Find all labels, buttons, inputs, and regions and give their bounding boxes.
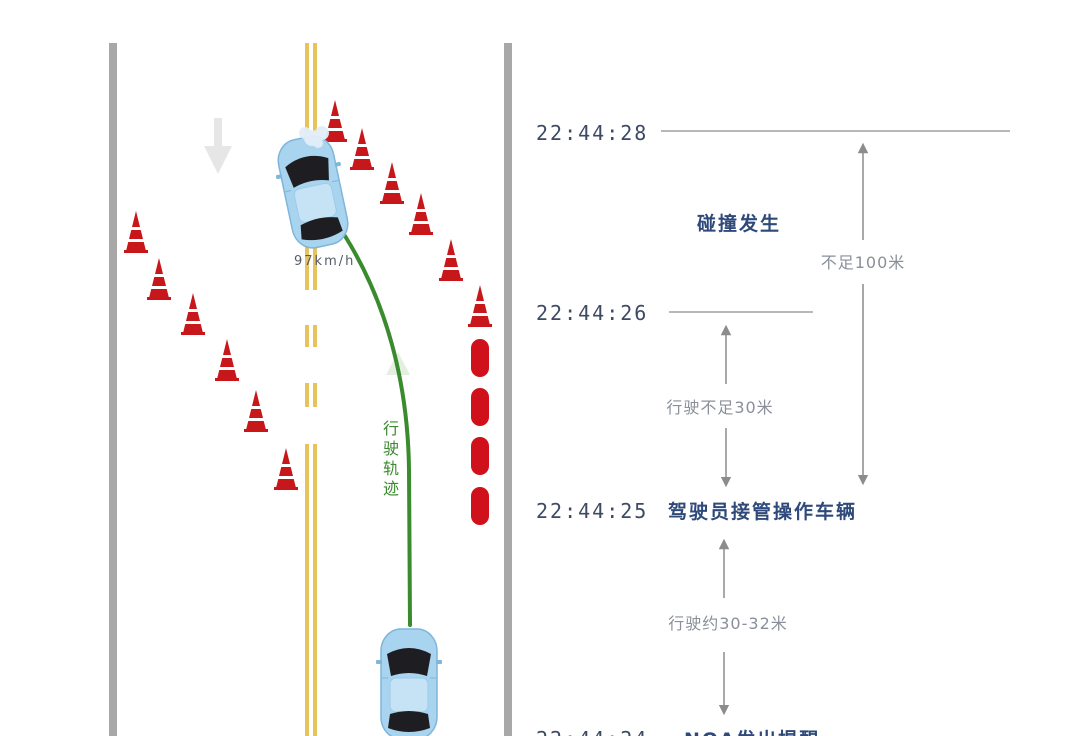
right-cone-row: [323, 100, 492, 327]
center-line: [305, 43, 317, 736]
road-right-edge: [504, 43, 512, 736]
svg-text:驶: 驶: [383, 439, 399, 458]
timestamp-before-collision: 22:44:26: [536, 301, 648, 325]
distance-alert-takeover-label: 行驶约30-32米: [668, 614, 788, 633]
barrier-block: [471, 487, 489, 525]
timestamp-collision: 22:44:28: [536, 121, 648, 145]
traffic-cone-icon: [439, 239, 463, 281]
traffic-cone-icon: [409, 193, 433, 235]
svg-text:行: 行: [383, 419, 399, 438]
traffic-cone-icon: [468, 285, 492, 327]
timestamp-alert: 22:44:24: [536, 727, 648, 736]
timeline: 22:44:28 22:44:26 22:44:25 22:44:24 碰撞发生…: [536, 121, 1010, 736]
event-collision: 碰撞发生: [697, 212, 781, 235]
left-cone-row: [124, 211, 298, 490]
traffic-cone-icon: [181, 293, 205, 335]
traffic-cone-icon: [380, 162, 404, 204]
car-start-icon: [375, 628, 443, 736]
speed-label: 97km/h: [294, 254, 355, 269]
driving-trajectory: [343, 234, 412, 627]
traffic-cone-icon: [244, 390, 268, 432]
car-collision-icon: [268, 130, 358, 254]
total-distance-label: 不足100米: [821, 253, 906, 272]
traffic-cone-icon: [215, 339, 239, 381]
timestamp-takeover: 22:44:25: [536, 499, 648, 523]
svg-text:轨: 轨: [383, 459, 399, 478]
barrier-block: [471, 339, 489, 377]
road-left-edge: [109, 43, 117, 736]
down-arrow-icon: [204, 118, 232, 174]
traffic-cone-icon: [350, 128, 374, 170]
event-takeover: 驾驶员接管操作车辆: [668, 500, 857, 523]
distance-takeover-collision-label: 行驶不足30米: [666, 398, 773, 417]
svg-text:迹: 迹: [383, 479, 399, 498]
barrier-row: [471, 339, 489, 525]
traffic-cone-icon: [147, 258, 171, 300]
trajectory-label: 行 驶 轨 迹: [383, 419, 399, 498]
traffic-cone-icon: [124, 211, 148, 253]
barrier-block: [471, 437, 489, 475]
impact-smoke-icon: [299, 126, 329, 148]
event-noa-alert: NOA发出提醒: [684, 728, 820, 736]
traffic-cone-icon: [274, 448, 298, 490]
barrier-block: [471, 388, 489, 426]
